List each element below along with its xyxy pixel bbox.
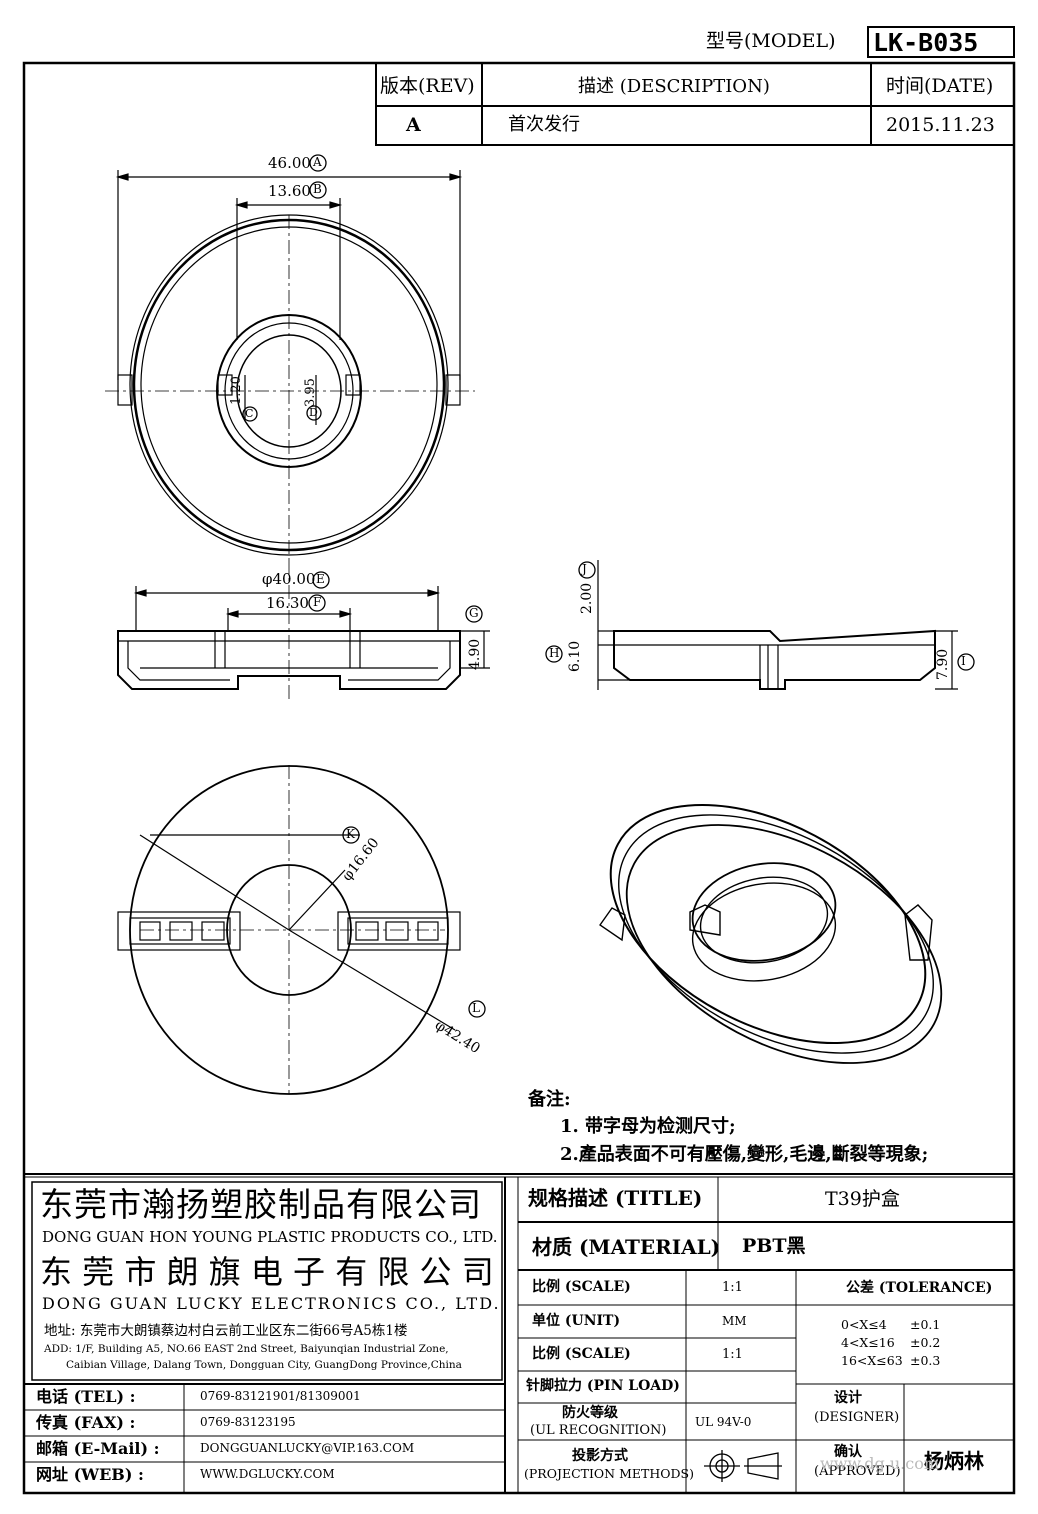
marker-h: H — [549, 646, 560, 660]
company-address-en-1: ADD: 1/F, Building A5, NO.66 EAST 2nd St… — [44, 1343, 449, 1355]
contact-web-value[interactable]: WWW.DGLUCKY.COM — [200, 1467, 335, 1481]
marker-l: L — [472, 1001, 480, 1015]
title-label: 规格描述 (TITLE) — [528, 1186, 703, 1210]
company-name-cn-2: 东 莞 市 朗 旗 电 子 有 限 公 司 — [40, 1253, 494, 1291]
marker-i: I — [961, 654, 966, 668]
dim-6-10: 6.10 — [567, 640, 583, 672]
dim-outer-width: 46.00 — [268, 154, 311, 172]
marker-b: B — [313, 182, 322, 196]
company-name-en-2: DONG GUAN LUCKY ELECTRONICS CO., LTD. — [42, 1294, 501, 1313]
description-header: 描述 (DESCRIPTION) — [578, 76, 770, 97]
date-header: 时间(DATE) — [886, 75, 994, 97]
dim-height-4-90: 4.90 — [467, 638, 483, 670]
dim-hole-1: 1.20 — [229, 376, 244, 405]
marker-g: G — [469, 606, 479, 620]
company-name-en-1: DONG GUAN HON YOUNG PLASTIC PRODUCTS CO.… — [42, 1228, 498, 1246]
contact-fax-label: 传真 (FAX) : — [36, 1413, 136, 1432]
marker-d: D — [309, 406, 318, 419]
marker-a: A — [313, 155, 322, 169]
marker-j: J — [582, 562, 587, 576]
company-address-en-2: Caibian Village, Dalang Town, Dongguan C… — [66, 1359, 462, 1371]
fire-value: UL 94V-0 — [695, 1415, 752, 1429]
scale2-label: 比例 (SCALE) — [532, 1346, 631, 1362]
unit-value: MM — [722, 1314, 747, 1328]
company-name-cn-1: 东莞市瀚扬塑胶制品有限公司 — [40, 1185, 482, 1224]
contact-email-value[interactable]: DONGGUANLUCKY@VIP.163.COM — [200, 1441, 415, 1455]
dim-hole-2: 3.95 — [303, 378, 318, 407]
pin-load-label: 针脚拉力 (PIN LOAD) — [526, 1378, 680, 1394]
contact-email-label: 邮箱 (E-Mail) : — [36, 1439, 160, 1458]
scale2-value: 1:1 — [722, 1347, 743, 1362]
marker-circles — [242, 154, 975, 1018]
scale-label: 比例 (SCALE) — [532, 1279, 631, 1295]
tolerance-range-1: 0<X≤4 — [841, 1317, 887, 1332]
contact-tel-value: 0769-83121901/81309001 — [200, 1389, 361, 1403]
company-address-cn: 地址: 东莞市大朗镇蔡边村白云前工业区东二街66号A5栋1楼 — [44, 1323, 408, 1339]
tolerance-value-1: ±0.1 — [910, 1317, 941, 1332]
material-label: 材质 (MATERIAL) — [532, 1235, 721, 1259]
designer-label-1: 设计 — [834, 1390, 862, 1406]
description-value: 首次发行 — [508, 114, 580, 135]
designer-label-2: (DESIGNER) — [814, 1410, 900, 1425]
marker-c: C — [245, 407, 254, 420]
isometric-view — [599, 803, 943, 1064]
dim-height-7-90: 7.90 — [935, 648, 951, 680]
fire-label-2: (UL RECOGNITION) — [530, 1423, 667, 1438]
marker-k: K — [346, 827, 355, 841]
approved-label-2: (APPROVED) — [814, 1464, 901, 1479]
note-2: 2.產品表面不可有壓傷,變形,毛邊,斷裂等現象; — [560, 1144, 929, 1165]
tolerance-value-2: ±0.2 — [910, 1335, 941, 1350]
approved-value: 杨炳林 — [924, 1449, 984, 1473]
tolerance-range-3: 16<X≤63 — [841, 1353, 903, 1368]
side-view — [597, 560, 958, 690]
rev-value: A — [406, 114, 421, 136]
projection-symbol-icon — [704, 1450, 782, 1482]
unit-label: 单位 (UNIT) — [532, 1313, 621, 1329]
note-1: 1. 带字母为检测尺寸; — [560, 1116, 736, 1137]
dim-2-00: 2.00 — [579, 582, 595, 614]
model-label: 型号(MODEL) — [706, 30, 836, 52]
projection-label-2: (PROJECTION METHODS) — [524, 1466, 694, 1481]
marker-e: E — [316, 572, 325, 586]
bottom-view — [117, 765, 461, 1095]
contact-fax-value: 0769-83123195 — [200, 1415, 296, 1429]
material-value: PBT黑 — [742, 1235, 806, 1257]
approved-label-1: 确认 — [834, 1444, 862, 1460]
dim-diameter-40: φ40.00 — [262, 570, 316, 588]
notes-title: 备注: — [528, 1089, 571, 1110]
tolerance-label: 公差 (TOLERANCE) — [846, 1280, 993, 1296]
tolerance-range-2: 4<X≤16 — [841, 1335, 895, 1350]
dim-16-30: 16.30 — [266, 594, 309, 612]
fire-label-1: 防火等级 — [562, 1405, 618, 1421]
scale-value: 1:1 — [722, 1280, 743, 1295]
revision-table-lines — [375, 62, 1015, 146]
model-box — [867, 26, 1015, 58]
title-value: T39护盒 — [825, 1188, 900, 1210]
date-value: 2015.11.23 — [886, 114, 995, 136]
title-block-lines — [24, 1173, 1014, 1493]
front-view — [117, 560, 490, 700]
marker-f: F — [313, 595, 322, 609]
top-view — [105, 170, 475, 560]
projection-label-1: 投影方式 — [572, 1448, 628, 1464]
rev-header: 版本(REV) — [380, 75, 475, 97]
contact-web-label: 网址 (WEB) : — [36, 1465, 144, 1484]
contact-tel-label: 电话 (TEL) : — [36, 1387, 136, 1406]
dim-inner-width: 13.60 — [268, 182, 311, 200]
model-value: LK-B035 — [873, 28, 979, 57]
tolerance-value-3: ±0.3 — [910, 1353, 941, 1368]
watermark: www.dg u.com — [820, 1454, 939, 1473]
